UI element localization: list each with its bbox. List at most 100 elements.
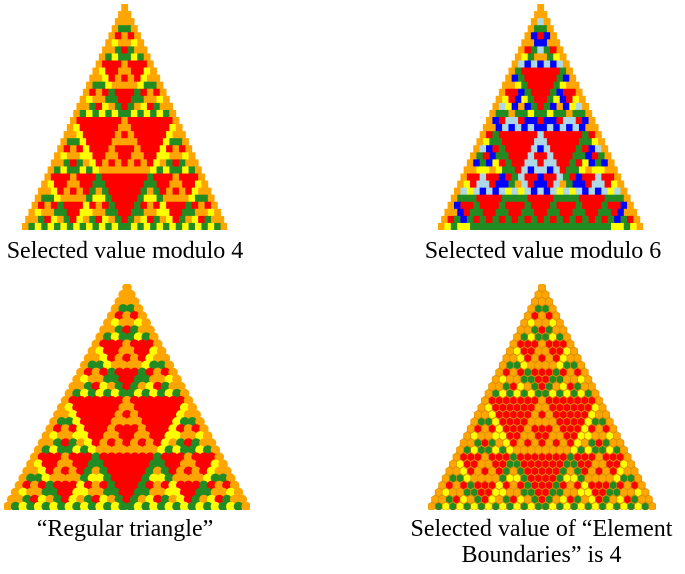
triangle-cell bbox=[79, 417, 90, 427]
triangle-cell bbox=[29, 466, 40, 476]
triangle-cell bbox=[99, 452, 109, 462]
triangle-cell bbox=[124, 180, 132, 189]
triangle-cell bbox=[540, 109, 548, 118]
triangle-cell bbox=[106, 381, 117, 392]
triangle-cell bbox=[550, 145, 557, 153]
triangle-cell bbox=[95, 431, 105, 441]
panel-element-boundaries bbox=[428, 284, 656, 510]
triangle-cell bbox=[185, 215, 193, 224]
triangle-cell bbox=[118, 180, 125, 189]
triangle-cell bbox=[508, 81, 516, 90]
triangle-cell bbox=[620, 201, 628, 210]
triangle-cell bbox=[137, 480, 148, 490]
triangle-cell bbox=[546, 53, 554, 61]
triangle-cell bbox=[623, 208, 631, 217]
triangle-cell bbox=[627, 459, 635, 469]
triangle-cell bbox=[556, 60, 564, 68]
triangle-cell bbox=[498, 145, 506, 153]
triangle-cell bbox=[548, 501, 557, 510]
triangle-cell bbox=[99, 395, 109, 406]
triangle-cell bbox=[111, 222, 119, 230]
triangle-cell bbox=[76, 466, 86, 476]
triangle-cell bbox=[10, 487, 21, 497]
triangle-cell bbox=[149, 431, 159, 441]
triangle-cell bbox=[617, 180, 625, 189]
triangle-cell bbox=[562, 215, 570, 224]
triangle-cell bbox=[582, 173, 589, 181]
triangle-cell bbox=[143, 180, 151, 189]
triangle-cell bbox=[105, 180, 113, 189]
triangle-cell bbox=[634, 473, 643, 483]
triangle-cell bbox=[114, 438, 125, 448]
triangle-cell bbox=[110, 332, 121, 342]
triangle-cell bbox=[521, 81, 529, 90]
triangle-cell bbox=[460, 187, 468, 196]
triangle-cell bbox=[160, 367, 171, 377]
triangle-cell bbox=[130, 152, 138, 160]
triangle-cell bbox=[156, 374, 167, 384]
triangle-cell bbox=[72, 374, 82, 384]
triangle-cell bbox=[498, 88, 506, 97]
triangle-cell bbox=[572, 194, 580, 203]
triangle-cell bbox=[479, 173, 487, 181]
triangle-cell bbox=[87, 487, 98, 497]
triangle-cell bbox=[95, 88, 103, 97]
triangle-cell bbox=[199, 452, 209, 462]
triangle-cell bbox=[492, 215, 500, 224]
triangle-cell bbox=[559, 53, 567, 61]
triangle-cell bbox=[511, 187, 519, 196]
triangle-cell bbox=[114, 325, 125, 335]
triangle-cell bbox=[53, 480, 63, 490]
triangle-cell bbox=[201, 222, 209, 230]
triangle-cell bbox=[495, 152, 503, 160]
triangle-cell bbox=[553, 138, 561, 146]
triangle-cell bbox=[50, 173, 58, 181]
triangle-cell bbox=[108, 88, 116, 97]
triangle-cell bbox=[105, 95, 113, 104]
triangle-cell bbox=[118, 11, 125, 19]
triangle-cell bbox=[195, 431, 205, 441]
triangle-cell bbox=[175, 152, 183, 160]
triangle-cell bbox=[518, 187, 525, 196]
triangle-cell bbox=[562, 88, 570, 97]
triangle-cell bbox=[546, 222, 554, 230]
triangle-cell bbox=[204, 215, 212, 224]
triangle-cell bbox=[149, 402, 159, 413]
triangle-cell bbox=[470, 152, 477, 160]
triangle-cell bbox=[179, 431, 190, 441]
triangle-cell bbox=[98, 67, 106, 76]
triangle-cell bbox=[537, 46, 545, 54]
triangle-cell bbox=[134, 32, 141, 40]
triangle-cell bbox=[63, 131, 71, 139]
triangle-cell bbox=[450, 222, 458, 230]
triangle-cell bbox=[505, 131, 513, 139]
triangle-cell bbox=[546, 180, 554, 189]
triangle-cell bbox=[591, 166, 599, 174]
triangle-cell bbox=[137, 67, 145, 76]
triangle-cell bbox=[141, 388, 151, 399]
triangle-cell bbox=[514, 95, 522, 104]
triangle-cell bbox=[530, 201, 538, 210]
triangle-cell bbox=[126, 417, 136, 427]
triangle-cell bbox=[575, 117, 583, 125]
triangle-cell bbox=[591, 124, 599, 132]
triangle-cell bbox=[521, 166, 529, 174]
triangle-cell bbox=[99, 424, 109, 434]
triangle-cell bbox=[537, 187, 545, 196]
triangle-cell bbox=[559, 109, 567, 118]
triangle-cell bbox=[129, 339, 140, 349]
triangle-cell bbox=[91, 466, 102, 476]
triangle-cell bbox=[79, 180, 87, 189]
triangle-cell bbox=[70, 215, 77, 224]
triangle-cell bbox=[534, 208, 541, 217]
triangle-cell bbox=[91, 367, 102, 377]
triangle-cell bbox=[63, 215, 71, 224]
triangle-cell bbox=[156, 388, 167, 399]
triangle-cell bbox=[562, 187, 570, 196]
triangle-cell bbox=[118, 304, 128, 314]
triangle-cell bbox=[594, 145, 602, 153]
triangle-cell bbox=[160, 395, 171, 406]
triangle-cell bbox=[195, 459, 205, 469]
triangle-cell bbox=[463, 194, 471, 203]
triangle-cell bbox=[164, 417, 175, 427]
